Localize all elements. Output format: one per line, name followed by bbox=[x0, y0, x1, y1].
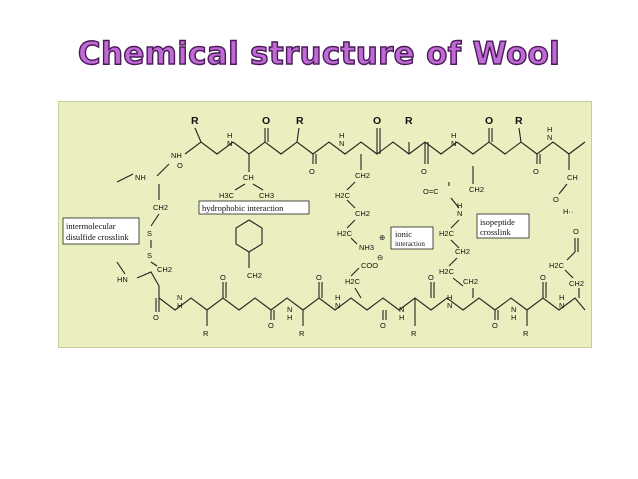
ch2-group: CH2 bbox=[469, 185, 484, 194]
positive-charge: ⊕ bbox=[379, 233, 385, 242]
top-backbone bbox=[184, 127, 586, 164]
ch2-group: CH2 bbox=[463, 277, 478, 286]
nh3-group: NH3 bbox=[359, 243, 374, 252]
negative-charge: ⊖ bbox=[377, 253, 383, 262]
h2c-group: H2C bbox=[345, 277, 361, 286]
amide-h: H bbox=[399, 313, 404, 322]
amide-n: N bbox=[547, 133, 552, 142]
amide-h: H bbox=[339, 131, 344, 140]
coo-group: COO bbox=[361, 261, 378, 270]
ionic-label-line1: ionic bbox=[395, 229, 412, 239]
ch-group: CH bbox=[567, 173, 578, 182]
side-chain-r: R bbox=[299, 329, 305, 338]
carbonyl-o: O bbox=[421, 167, 427, 176]
carbonyl-o: O bbox=[380, 321, 386, 330]
h2c-group: H2C bbox=[439, 267, 455, 276]
amide-h: H bbox=[559, 293, 564, 302]
hn-group: HN bbox=[117, 275, 128, 284]
disulfide-label-line2: disulfide crosslink bbox=[66, 232, 129, 242]
amide-n: N bbox=[335, 301, 340, 310]
amide-h: H bbox=[335, 293, 340, 302]
diagram-canvas: R O R O R O R H N H N H N H N NH O O O O… bbox=[62, 115, 586, 338]
hydrophobic-label: hydrophobic interaction bbox=[202, 203, 284, 213]
carbonyl-o: O bbox=[485, 115, 493, 127]
sulfur-atom: S bbox=[147, 229, 152, 238]
phenyl-ring bbox=[235, 219, 263, 253]
amide-h: H bbox=[227, 131, 232, 140]
carbonyl-o: O bbox=[316, 273, 322, 282]
side-chain-r: R bbox=[411, 329, 417, 338]
h2c-group: H2C bbox=[337, 229, 353, 238]
carbonyl-o: O bbox=[177, 161, 183, 170]
h3c-group: H3C bbox=[219, 191, 235, 200]
ch3-group: CH3 bbox=[259, 191, 274, 200]
carbonyl-o: O bbox=[268, 321, 274, 330]
ionic-label-box bbox=[390, 226, 434, 250]
carbonyl-o: O bbox=[309, 167, 315, 176]
amide-n: N bbox=[451, 139, 456, 148]
disulfide-label-box bbox=[62, 217, 140, 245]
carbonyl-o: O bbox=[220, 273, 226, 282]
carbonyl-o: O bbox=[492, 321, 498, 330]
side-chain-r: R bbox=[191, 115, 199, 127]
side-chain-r: R bbox=[405, 115, 413, 127]
h2c-group: H2C bbox=[335, 191, 351, 200]
amide-h: H bbox=[457, 201, 462, 210]
amide-h: H bbox=[451, 131, 456, 140]
amide-h: H bbox=[511, 313, 516, 322]
carbonyl-o: O bbox=[262, 115, 270, 127]
amide-h: H bbox=[287, 313, 292, 322]
isopeptide-label-line2: crosslink bbox=[480, 227, 511, 237]
carbonyl-o: O bbox=[428, 273, 434, 282]
disulfide-label-line1: intermolecular bbox=[66, 221, 116, 231]
amide-n: N bbox=[457, 209, 462, 218]
side-chain-r: R bbox=[515, 115, 523, 127]
sulfur-atom: S bbox=[147, 251, 152, 260]
amide-h: H bbox=[447, 293, 452, 302]
h2c-group: H2C bbox=[549, 261, 565, 270]
nh-group: NH bbox=[171, 151, 182, 160]
ch2-group: CH2 bbox=[355, 209, 370, 218]
o-eq-c-group: O=C bbox=[423, 187, 439, 196]
amide-n: N bbox=[287, 305, 292, 314]
carbonyl-o: O bbox=[153, 313, 159, 322]
carbonyl-o: O bbox=[533, 167, 539, 176]
wool-structure-diagram: R O R O R O R H N H N H N H N NH O O O O… bbox=[58, 101, 592, 348]
o-atom: O bbox=[573, 227, 579, 236]
amide-n: N bbox=[559, 301, 564, 310]
amide-n: N bbox=[511, 305, 516, 314]
ch2-group: CH2 bbox=[569, 279, 584, 288]
side-chain-r: R bbox=[296, 115, 304, 127]
nh-group: NH bbox=[135, 173, 146, 182]
ch-group: CH bbox=[243, 173, 254, 182]
bottom-backbone bbox=[136, 271, 586, 326]
ch2-group: CH2 bbox=[247, 271, 262, 280]
slide-title: Chemical structure of Wool bbox=[77, 35, 561, 72]
amide-n: N bbox=[227, 139, 232, 148]
hydrophobic-label-box bbox=[198, 200, 310, 215]
carbonyl-o: O bbox=[540, 273, 546, 282]
amide-n: N bbox=[339, 139, 344, 148]
h2c-group: H2C bbox=[439, 229, 455, 238]
ch2-group: CH2 bbox=[455, 247, 470, 256]
amide-n: N bbox=[447, 301, 452, 310]
ch2-group: CH2 bbox=[157, 265, 172, 274]
ch2-group: CH2 bbox=[153, 203, 168, 212]
carbonyl-o: O bbox=[373, 115, 381, 127]
amide-h: H bbox=[547, 125, 552, 134]
isopeptide-label-line1: isopeptide bbox=[480, 217, 515, 227]
side-chain-r: R bbox=[203, 329, 209, 338]
amide-n: N bbox=[399, 305, 404, 314]
isopeptide-label-box bbox=[476, 213, 530, 239]
h-bond-dots: H·· bbox=[563, 207, 573, 216]
amide-n: N bbox=[177, 293, 182, 302]
ch2-group: CH2 bbox=[355, 171, 370, 180]
o-atom: O bbox=[553, 195, 559, 204]
amide-h: H bbox=[177, 301, 182, 310]
ionic-label-line2: interaction bbox=[395, 240, 425, 248]
side-chain-r: R bbox=[523, 329, 529, 338]
